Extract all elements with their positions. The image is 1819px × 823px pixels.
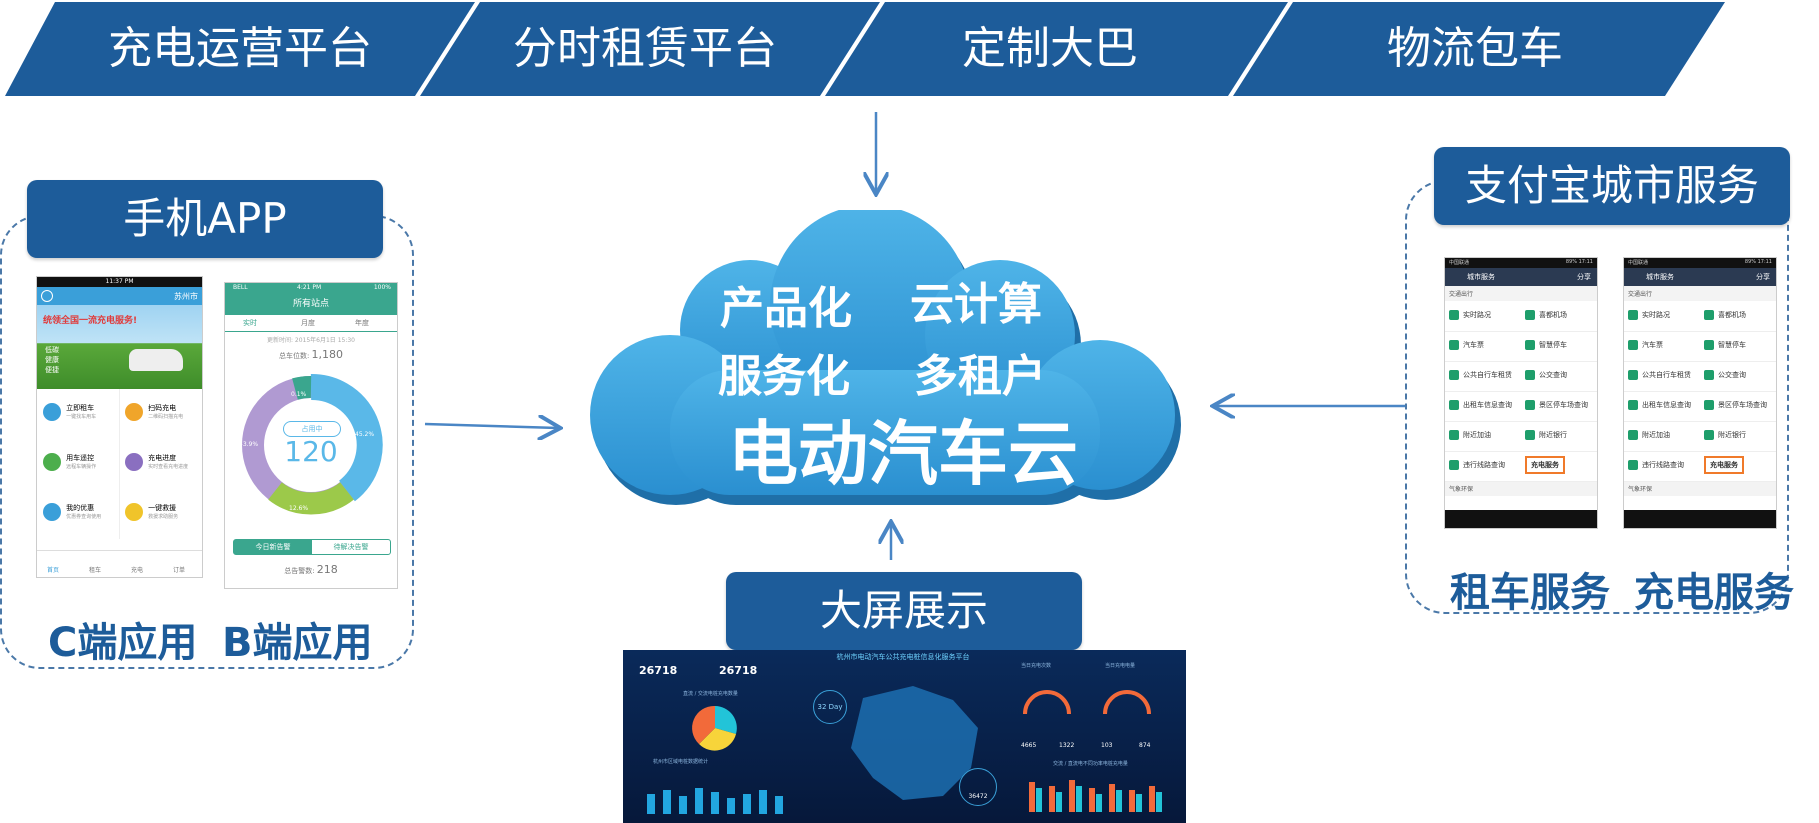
alipay-charge-service-highlight[interactable]: 充电服务 [1525,456,1565,474]
arrow-right [424,424,558,428]
alipay-charge-service-highlight-2[interactable]: 充电服务 [1704,456,1744,474]
c-menu-item-1[interactable]: 扫码充电二维码扫描充电 [125,401,183,421]
b-app-total: 总车位数: 1,180 [278,348,344,361]
tab-charge[interactable]: 充电 [131,567,144,574]
b-tab-month[interactable]: 月度 [301,319,315,327]
banner-label-2: 分时租赁平台 [513,23,777,74]
c-menu-item-2[interactable]: 用车遥控远程车辆操作 [43,451,96,471]
cloud-word-2: 云计算 [910,279,1042,330]
b-app-segment: 今日新告警 待解决告警 [233,539,391,555]
c-app-menu: 立即租车一键找车用车 扫码充电二维码扫描充电 用车遥控远程车辆操作 充电进度实时… [37,389,202,549]
alipay-screen-rent: 中国联通 89% 17:11 城市服务 分享 交通出行 实时路况喜都机场 汽车票… [1444,257,1598,529]
cloud-word-1: 产品化 [720,283,852,334]
b-app-pct-right: 45.2% [355,431,375,438]
b-app-donut [242,373,383,515]
b-app-status-bar: BELL 4:21 PM 100% [225,283,397,293]
banner-bar [5,2,1725,96]
c-menu-item-3[interactable]: 充电进度实时查看充电进度 [125,451,188,471]
rescue-icon [125,502,143,521]
cloud-word-3: 服务化 [718,351,850,402]
banner-label-1: 充电运营平台 [108,23,372,74]
banner-segment-3[interactable] [825,2,1288,96]
b-app-pct-top: 0.1% [291,391,307,398]
tab-home[interactable]: 首页 [47,567,60,574]
banner-label-4: 物流包车 [1387,23,1563,74]
b-app-inuse-value: 120 [284,435,338,468]
c-app-status-bar: 11:37 PM [37,277,202,287]
progress-icon [125,452,143,471]
dash-leaf: 36472 [959,768,997,806]
c-menu-item-0[interactable]: 立即租车一键找车用车 [43,401,96,421]
b-app-header: 所有站点 [225,293,397,315]
b-seg-pending-alarm[interactable]: 待解决告警 [333,543,369,551]
b-tab-realtime[interactable]: 实时 [243,319,257,327]
b-app-label: B端应用 [222,620,373,666]
c-menu-item-5[interactable]: 一键救援救援求助服务 [125,501,178,521]
c-app-screenshot: 11:37 PM 苏州市 统领全国一流充电服务! 低碳 健康 便捷 立即租车一键… [36,276,203,578]
b-seg-new-alarm[interactable]: 今日新告警 [234,540,312,554]
dash-title: 杭州市电动汽车公共充电桩信息化服务平台 [836,653,970,661]
alipay-screen-charge: 中国联通 89% 17:11 城市服务 分享 交通出行 实时路况喜都机场 汽车票… [1623,257,1777,529]
charge-service-label: 充电服务 [1634,570,1794,616]
mobile-panel-title: 手机APP [27,180,383,258]
c-app-label: C端应用 [48,620,198,666]
banner-label-3: 定制大巴 [962,23,1138,74]
tab-rent[interactable]: 租车 [89,567,102,574]
b-tab-year[interactable]: 年度 [355,319,369,327]
c-app-tabbar: 首页 租车 充电 订单 [37,550,202,577]
dash-right-bar-chart [1029,780,1162,812]
dash-map [851,686,978,800]
c-app-header: 苏州市 [37,287,202,305]
b-app-alarm-total: 总告警数: 218 [284,563,338,576]
rent-service-label: 租车服务 [1450,570,1610,616]
coupon-icon [43,502,61,521]
dash-right-bar-label: 交流 / 直流电不同功率电桩充电量 [1053,761,1128,767]
dash-gauges [1023,690,1151,715]
user-icon[interactable] [41,290,53,302]
tab-orders[interactable]: 订单 [173,567,186,574]
c-app-hero: 统领全国一流充电服务! 低碳 健康 便捷 [37,305,202,389]
c-app-slogan: 统领全国一流充电服务! [43,316,138,326]
banner-segment-1[interactable] [5,2,475,96]
c-menu-item-4[interactable]: 我的优惠优惠券查询使用 [43,501,101,521]
car-icon [129,349,183,371]
dash-stat-a: 26718 [639,664,678,677]
dash-bar-label: 杭州市区域电桩数据统计 [653,759,709,765]
b-app-inuse-pill[interactable]: 占用中 [283,421,341,437]
bigscreen-dashboard: 杭州市电动汽车公共充电桩信息化服务平台 26718 26718 直流 / 交流电… [623,650,1186,823]
alipay-panel-title: 支付宝城市服务 [1434,147,1790,225]
rent-icon [43,402,61,421]
scan-icon [125,402,143,421]
cloud-shape [590,210,1181,505]
cloud-title: 电动汽车云 [728,413,1078,495]
android-nav-bar-2 [1624,510,1776,528]
b-app-pct-bottom: 12.6% [289,505,309,512]
dash-bar-chart [647,788,783,814]
dash-pie-label: 直流 / 交流电桩充电数量 [683,691,738,697]
dash-count-2: 103 [1101,742,1113,749]
cloud-word-4: 多租户 [914,351,1046,402]
dash-days: 32 Day [813,690,847,724]
dash-count-3: 874 [1139,742,1151,749]
c-app-city[interactable]: 苏州市 [174,292,198,301]
dash-gauge-a-label: 当日充电次数 [1021,663,1052,669]
bigscreen-title: 大屏展示 [726,572,1082,650]
android-nav-bar [1445,510,1597,528]
banner-segment-2[interactable] [420,2,880,96]
dash-gauge-b-label: 当日充电电量 [1105,663,1136,669]
dash-pie [692,705,737,751]
c-app-hero-lines: 低碳 健康 便捷 [45,346,59,374]
dash-count-1: 1322 [1059,742,1075,749]
b-app-screenshot: BELL 4:21 PM 100% 所有站点 实时 月度 年度 更新时间: 20… [224,282,398,589]
dash-count-0: 4665 [1021,742,1037,749]
remote-icon [43,452,61,471]
b-app-tabs: 实时 月度 年度 [225,315,397,332]
banner-segment-4[interactable] [1233,2,1725,96]
dash-stat-b: 26718 [719,664,758,677]
b-app-update: 更新时间: 2015年6月1日 15:30 [266,337,356,344]
b-app-pct-left: 43.9% [239,441,259,448]
